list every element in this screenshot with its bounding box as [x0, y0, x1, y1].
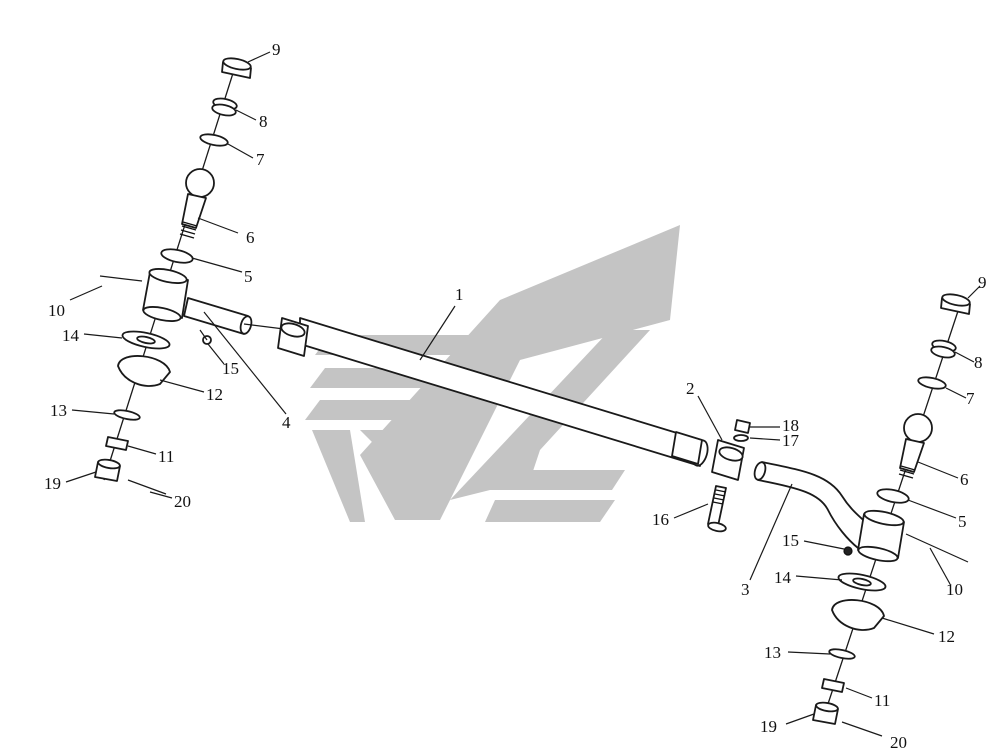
label-left-7: 7: [256, 150, 265, 169]
label-left-14: 14: [62, 326, 80, 345]
right-castle-nut: [812, 701, 839, 725]
label-part-3: 3: [741, 580, 750, 599]
label-right-20: 20: [890, 733, 907, 749]
left-dust-seal: [160, 248, 194, 264]
label-right-11: 11: [874, 691, 890, 710]
right-spring-ring: [930, 339, 957, 359]
label-left-9: 9: [272, 40, 281, 59]
label-part-2: 2: [686, 379, 695, 398]
right-grease-nipple: [843, 546, 853, 556]
clamp-nut: [734, 419, 751, 434]
label-left-13: 13: [50, 401, 67, 420]
label-left-8: 8: [259, 112, 268, 131]
label-part-17: 17: [782, 431, 800, 450]
leader-lines: [65, 51, 981, 725]
right-upper-washer: [917, 376, 947, 390]
label-left-20: 20: [174, 492, 191, 511]
label-right-13: 13: [764, 643, 781, 662]
left-lower-washer: [121, 330, 171, 350]
wing-logo-icon: [305, 225, 680, 522]
label-right-14: 14: [774, 568, 792, 587]
right-rod-end-housing: [857, 509, 905, 563]
right-tube-clamp: [711, 439, 745, 481]
left-spring-ring: [211, 97, 238, 117]
label-right-15: 15: [782, 531, 799, 550]
label-left-6: 6: [246, 228, 255, 247]
right-lower-washer: [837, 572, 887, 592]
label-right-19: 19: [760, 717, 777, 736]
left-plate: [105, 436, 129, 451]
label-left-15: 15: [222, 359, 239, 378]
label-left-11: 11: [158, 447, 174, 466]
left-boot: [117, 355, 171, 387]
tube-adjusting-sleeve: [671, 431, 703, 465]
right-split-pin: [841, 721, 883, 737]
label-part-1: 1: [455, 285, 464, 304]
label-left-5: 5: [244, 267, 253, 286]
right-retainer: [828, 648, 856, 660]
clamp-bolt: [707, 485, 727, 533]
left-cotter-pin: [99, 275, 143, 282]
left-upper-washer: [199, 133, 229, 147]
left-castle-nut: [94, 458, 121, 482]
left-ball-pin: [179, 168, 215, 239]
label-right-12: 12: [938, 627, 955, 646]
label-left-10: 10: [48, 301, 65, 320]
part-labels: 1 2 3 4 5 6 7 8 9 10 14 15 12 13 11 19 2…: [44, 40, 987, 749]
right-bent-arm: [753, 461, 873, 549]
label-right-9: 9: [978, 273, 987, 292]
left-split-pin: [127, 479, 167, 495]
label-part-16: 16: [652, 510, 669, 529]
left-threaded-end: [183, 297, 253, 335]
label-right-6: 6: [960, 470, 969, 489]
label-right-5: 5: [958, 512, 967, 531]
label-part-4: 4: [282, 413, 291, 432]
label-part-18: 18: [782, 416, 799, 435]
label-right-10: 10: [946, 580, 963, 599]
left-retainer: [113, 409, 141, 421]
label-right-8: 8: [974, 353, 983, 372]
right-ball-pin: [898, 413, 933, 479]
left-rod-end-housing: [142, 268, 189, 322]
right-dust-seal: [876, 488, 910, 504]
clamp-washer: [733, 434, 749, 442]
label-left-19: 19: [44, 474, 61, 493]
left-tube-clamp: [277, 317, 309, 357]
label-left-12: 12: [206, 385, 223, 404]
right-ball-seat-cap: [940, 293, 971, 315]
right-cotter-pin: [905, 533, 969, 563]
left-ball-seat-cap: [221, 57, 252, 79]
right-plate: [821, 678, 845, 693]
label-right-7: 7: [966, 389, 975, 408]
left-grease-nipple: [199, 329, 212, 345]
right-boot: [831, 599, 885, 631]
